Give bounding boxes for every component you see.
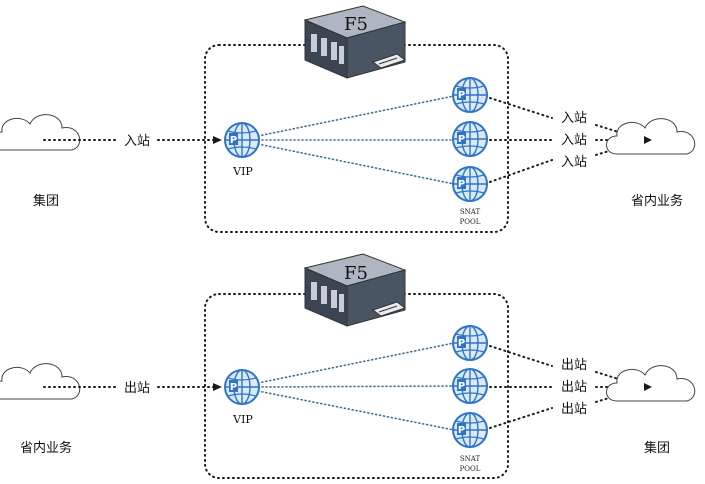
top-inbound-label: 入站 [124,134,150,149]
bottom-fanout-lines [257,342,455,431]
bottom-outbound-label-1: 出站 [561,358,587,373]
bottom-source-label: 省内业务 [20,440,72,456]
top-snat-globe-ip-icon-3 [452,166,488,202]
bottom-vip-globe-ip-icon [224,369,260,405]
bottom-f5-boundary [204,293,509,479]
top-vip-globe-ip-icon [224,122,260,158]
top-snat-globe-ip-icon-2 [452,121,488,157]
top-outbound-label-3: 入站 [561,155,587,170]
bottom-dest-cloud-icon [606,365,696,402]
top-snat-line2: POOL [460,218,481,226]
bottom-outbound-label-3: 出站 [561,402,587,417]
bottom-snat-line2: POOL [460,465,481,473]
top-outbound-label-2: 入站 [561,133,587,148]
bottom-source-cloud-icon [0,363,81,400]
top-inbound-arrowhead [213,136,222,144]
bottom-snat-globe-ip-icon-2 [452,368,488,404]
bottom-dest-arrowhead [644,383,652,391]
top-dest-cloud-icon [606,118,696,155]
bottom-snat-globe-ip-icon-1 [452,325,488,361]
bottom-dest-label: 集团 [644,440,670,456]
bottom-device-label: F5 [344,263,368,284]
top-vip-label: VIP [232,165,253,178]
top-f5-boundary [204,44,509,233]
top-snat-line1: SNAT [460,208,481,216]
bottom-outbound-label-2: 出站 [561,380,587,395]
top-section: F5 集团 入站 VIP SNAT POOL 入站 入站 [0,5,696,233]
bottom-snat-line1: SNAT [460,455,481,463]
bottom-section: F5 省内业务 出站 VIP SNAT POOL 出站 出站 出站 [0,253,696,479]
top-dest-label: 省内业务 [631,193,683,209]
top-outbound-label-1: 入站 [561,111,587,126]
top-source-cloud-icon [0,114,81,151]
bottom-vip-label: VIP [232,413,253,426]
top-snat-globe-ip-icon-1 [452,77,488,113]
bottom-inbound-arrowhead [213,383,222,391]
bottom-snat-globe-ip-icon-3 [452,412,488,448]
bottom-inbound-label: 出站 [124,381,150,396]
top-source-label: 集团 [33,193,59,209]
top-fanout-lines [257,95,455,185]
top-dest-arrowhead [644,136,652,144]
top-device-label: F5 [344,14,368,35]
